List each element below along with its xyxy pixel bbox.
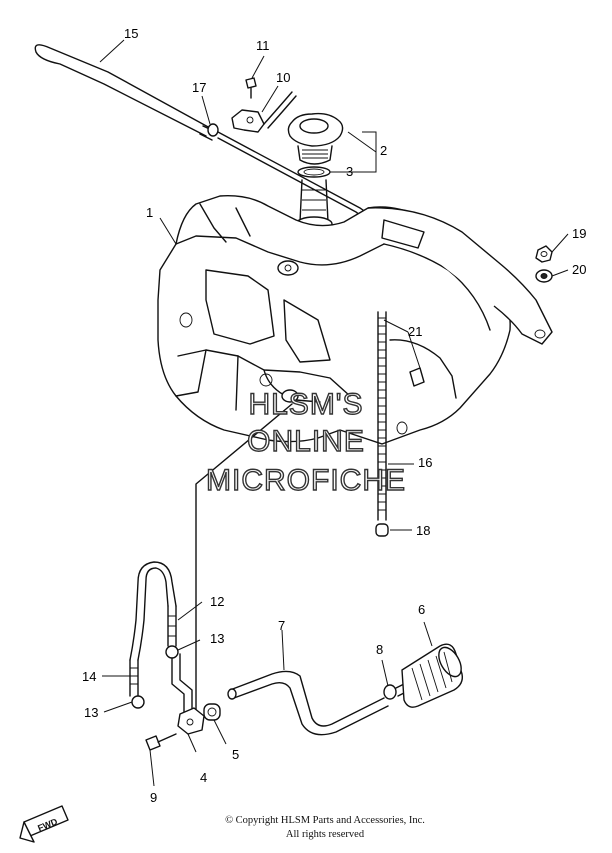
clamp-part-21 [409,367,425,387]
hose-clip-part-13-lower [131,695,145,709]
watermark-line-1: HLSM'S [248,388,363,421]
bolt-part-11 [245,77,257,99]
watermark-line-2: ONLINE [247,425,365,458]
callout-6: 6 [418,602,425,617]
callout-16: 16 [418,455,432,470]
callout-leaders [99,39,569,787]
fuel-cock-part-4 [177,707,205,735]
fuel-line [195,403,293,713]
bracket-part-10 [231,91,297,133]
hose-to-cock [171,653,193,713]
callout-11: 11 [256,38,270,53]
callout-14: 14 [82,669,96,684]
callout-17: 17 [192,80,206,95]
screw-part-9 [145,733,177,751]
callout-7: 7 [278,618,285,633]
callout-10: 10 [276,70,290,85]
callout-labels: 1 2 3 4 5 6 7 8 9 10 11 12 13 13 14 15 1… [82,26,586,805]
nut-part-19 [535,245,553,263]
callout-8: 8 [376,642,383,657]
tank-rear-bracket [367,207,553,345]
fuel-hose-part-14 [129,659,139,697]
forward-direction-badge: FWD [19,805,69,843]
callout-18: 18 [416,523,430,538]
fuel-pipe-part-7 [227,670,389,736]
gasket-part-3 [297,166,331,178]
callout-15: 15 [124,26,138,41]
vent-hose-part-15 [34,44,215,141]
overflow-pipe-part-16 [377,311,387,521]
collar-part-5 [203,703,221,721]
cap-part-18 [375,523,389,537]
callout-3: 3 [346,164,353,179]
hose-clip-part-13-upper [165,645,179,659]
callout-13-upper: 13 [210,631,224,646]
callout-13-lower: 13 [84,705,98,720]
fuel-hose-part-12 [129,561,177,661]
watermark: HLSM'S ONLINE MICROFICHE [205,387,406,497]
callout-1: 1 [146,205,153,220]
washer-part-20 [535,269,553,283]
callout-19: 19 [572,226,586,241]
callout-21: 21 [408,324,422,339]
callout-20: 20 [572,262,586,277]
hose-clip-part-17 [207,123,219,137]
watermark-line-3: MICROFICHE [206,464,406,497]
rights-notice: All rights reserved [285,829,365,840]
callout-2: 2 [380,143,387,158]
callout-9: 9 [150,790,157,805]
callout-12: 12 [210,594,224,609]
callout-5: 5 [232,747,239,762]
clip-part-8 [383,684,397,700]
fuel-cap-part-2 [287,112,344,165]
copyright-notice: © Copyright HLSM Parts and Accessories, … [225,815,425,826]
callout-4: 4 [200,770,207,785]
fuel-filter-part-6 [395,643,464,708]
